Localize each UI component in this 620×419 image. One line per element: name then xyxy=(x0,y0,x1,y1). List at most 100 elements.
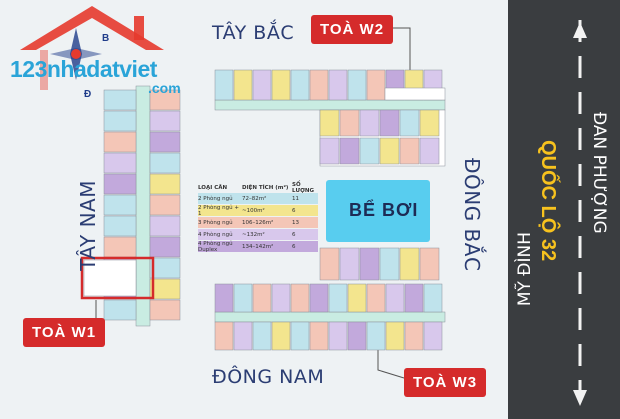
legend-row: 4 Phòng ngủ ~132m² 6 xyxy=(198,229,318,240)
apartment-unit xyxy=(328,69,348,101)
apartment-unit xyxy=(339,137,360,165)
apartment-unit xyxy=(339,109,360,137)
apartment-unit xyxy=(149,257,181,279)
legend-type: 4 Phòng ngủ Duplex xyxy=(198,240,233,253)
apartment-unit xyxy=(103,236,137,258)
legend-count: 6 xyxy=(292,231,296,238)
apartment-unit xyxy=(149,173,181,195)
legend-count: 11 xyxy=(292,195,299,202)
apartment-unit xyxy=(103,131,137,153)
legend-type: 2 Phòng ngủ + 1 xyxy=(198,204,239,217)
apartment-unit xyxy=(359,109,380,137)
apartment-unit xyxy=(319,137,340,165)
pool xyxy=(326,180,430,242)
legend-area: ~132m² xyxy=(242,231,265,238)
apartment-unit xyxy=(103,89,137,111)
corridor xyxy=(135,85,151,327)
apartment-unit xyxy=(399,247,420,281)
legend-type: 4 Phòng ngủ xyxy=(198,231,233,238)
apartment-unit xyxy=(309,69,329,101)
apartment-unit xyxy=(328,321,348,351)
legend-count: 13 xyxy=(292,219,299,226)
legend-header-area: DIỆN TÍCH (m²) xyxy=(242,184,289,191)
apartment-unit xyxy=(149,194,181,216)
legend-header-count: SỐ LƯỢNG xyxy=(292,181,315,194)
apartment-unit xyxy=(252,283,272,313)
apartment-unit xyxy=(359,247,380,281)
road-direction-bottom: MỸ ĐÌNH xyxy=(515,232,535,307)
legend-area: ~100m² xyxy=(242,207,265,214)
apartment-unit xyxy=(214,69,234,101)
apartment-unit xyxy=(149,110,181,132)
highlight-box xyxy=(80,256,155,300)
apartment-unit xyxy=(149,152,181,174)
apartment-unit xyxy=(328,283,348,313)
apartment-unit xyxy=(149,89,181,111)
apartment-unit xyxy=(290,69,310,101)
legend-row: 3 Phòng ngủ 106–126m² 13 xyxy=(198,217,318,228)
legend-header-type: LOẠI CĂN xyxy=(198,184,228,191)
apartment-unit xyxy=(404,321,424,351)
tower-label-w3: TOÀ W3 xyxy=(404,368,487,397)
apartment-unit xyxy=(271,69,291,101)
apartment-unit xyxy=(271,283,291,313)
legend-count: 6 xyxy=(292,207,296,214)
apartment-unit xyxy=(233,69,253,101)
apartment-unit xyxy=(419,137,440,165)
apartment-unit xyxy=(379,247,400,281)
apartment-unit xyxy=(103,152,137,174)
apartment-units xyxy=(83,69,446,351)
apartment-unit xyxy=(423,283,443,313)
apartment-unit xyxy=(233,283,253,313)
apartment-unit xyxy=(252,69,272,101)
watermark-tld: .com xyxy=(148,80,181,96)
corridor xyxy=(214,311,446,323)
apartment-unit xyxy=(359,137,380,165)
compass-icon xyxy=(50,28,102,80)
apartment-unit xyxy=(385,283,405,313)
logo-house-icon xyxy=(20,6,164,90)
apartment-unit xyxy=(103,299,137,321)
direction-north-east: ĐÔNG BẮC xyxy=(460,158,484,272)
compass-label-d: Đ xyxy=(84,89,92,100)
direction-south-west: TÂY NAM xyxy=(76,180,100,271)
watermark-brand: 123nhadatviet xyxy=(10,56,157,82)
apartment-unit xyxy=(103,173,137,195)
legend-area: 134–142m² xyxy=(242,243,274,250)
apartment-unit xyxy=(233,321,253,351)
direction-north-west: TÂY BẮC xyxy=(212,22,295,44)
apartment-unit xyxy=(309,283,329,313)
legend-row: 4 Phòng ngủ Duplex 134–142m² 6 xyxy=(198,240,318,253)
apartment-unit xyxy=(379,109,400,137)
apartment-unit xyxy=(252,321,272,351)
apartment-unit xyxy=(399,137,420,165)
apartment-unit xyxy=(347,321,367,351)
legend-type: 2 Phòng ngủ xyxy=(198,195,233,202)
apartment-unit xyxy=(149,131,181,153)
apartment-unit xyxy=(149,215,181,237)
apartment-unit xyxy=(309,321,329,351)
legend: LOẠI CĂN DIỆN TÍCH (m²) SỐ LƯỢNG 2 Phòng… xyxy=(198,182,318,253)
legend-header: LOẠI CĂN DIỆN TÍCH (m²) SỐ LƯỢNG xyxy=(198,181,318,194)
road-direction-top: ĐAN PHƯỢNG xyxy=(589,112,609,234)
apartment-unit xyxy=(214,283,234,313)
apartment-unit xyxy=(385,321,405,351)
apartment-unit xyxy=(149,278,181,300)
apartment-unit xyxy=(404,283,424,313)
legend-type: 3 Phòng ngủ xyxy=(198,219,233,226)
pool-label: BỂ BƠI xyxy=(349,200,419,220)
legend-area: 106–126m² xyxy=(242,219,274,226)
apartment-unit xyxy=(319,109,340,137)
apartment-unit xyxy=(103,110,137,132)
tower-label-w2: TOÀ W2 xyxy=(311,15,394,44)
apartment-unit xyxy=(103,215,137,237)
legend-row: 2 Phòng ngủ + 1~100m² 6 xyxy=(198,204,318,217)
compass-label-b: B xyxy=(102,33,110,44)
apartment-unit xyxy=(290,283,310,313)
apartment-unit xyxy=(149,236,181,258)
legend-count: 6 xyxy=(292,243,296,250)
apartment-unit xyxy=(347,283,367,313)
tower-label-w1: TOÀ W1 xyxy=(23,318,106,347)
apartment-unit xyxy=(83,259,137,297)
